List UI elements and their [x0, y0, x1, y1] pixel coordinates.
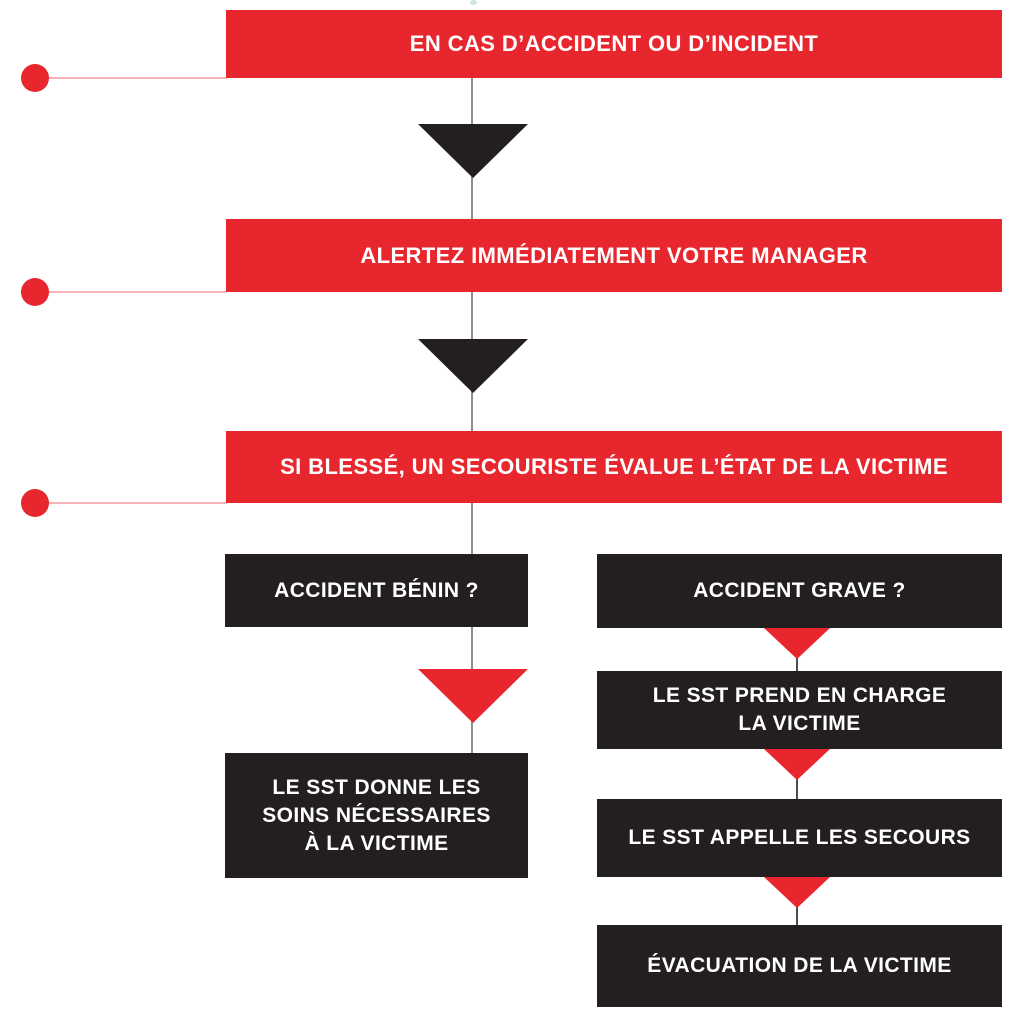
main-vertical-connector	[471, 78, 473, 753]
arrow-down-icon-black-2	[418, 339, 528, 393]
bullet-connector-line-1	[49, 77, 227, 79]
node-evacuation-victime-label: ÉVACUATION DE LA VICTIME	[647, 954, 952, 977]
banner-step-3-label: SI BLESSÉ, UN SECOURISTE ÉVALUE L’ÉTAT D…	[280, 454, 948, 479]
arrow-down-icon-black-1	[418, 124, 528, 178]
node-sst-appelle-secours: LE SST APPELLE LES SECOURS	[597, 799, 1002, 877]
bullet-connector-line-3	[49, 502, 227, 504]
banner-step-2-label: ALERTEZ IMMÉDIATEMENT VOTRE MANAGER	[360, 242, 868, 268]
node-accident-benin: ACCIDENT BÉNIN ?	[225, 554, 528, 627]
node-sst-prend-en-charge-line-1: LE SST PREND EN CHARGE	[652, 684, 947, 707]
arrow-down-icon-red-left	[418, 669, 528, 723]
node-sst-donne-soins-line-1: LE SST DONNE LES	[272, 775, 481, 799]
bullet-dot-icon-1	[21, 64, 49, 92]
banner-step-1-label: EN CAS D’ACCIDENT OU D’INCIDENT	[409, 31, 819, 56]
arrow-down-icon-red-right-1	[764, 628, 830, 659]
top-artifact-dot	[470, 0, 477, 5]
banner-step-1: EN CAS D’ACCIDENT OU D’INCIDENT	[226, 10, 1002, 78]
node-evacuation-victime: ÉVACUATION DE LA VICTIME	[597, 925, 1002, 1007]
banner-step-3: SI BLESSÉ, UN SECOURISTE ÉVALUE L’ÉTAT D…	[226, 431, 1002, 503]
node-accident-benin-label: ACCIDENT BÉNIN ?	[274, 578, 479, 602]
bullet-dot-icon-2	[21, 278, 49, 306]
node-accident-grave: ACCIDENT GRAVE ?	[597, 554, 1002, 628]
bullet-connector-line-2	[49, 291, 227, 293]
arrow-down-icon-red-right-3	[764, 877, 830, 908]
node-accident-grave-label: ACCIDENT GRAVE ?	[693, 579, 906, 602]
node-sst-prend-en-charge: LE SST PREND EN CHARGE LA VICTIME	[597, 671, 1002, 749]
node-sst-prend-en-charge-line-2: LA VICTIME	[738, 712, 861, 735]
node-sst-donne-soins: LE SST DONNE LES SOINS NÉCESSAIRES À LA …	[225, 753, 528, 878]
banner-step-2: ALERTEZ IMMÉDIATEMENT VOTRE MANAGER	[226, 219, 1002, 292]
node-sst-appelle-secours-label: LE SST APPELLE LES SECOURS	[628, 826, 971, 849]
node-sst-donne-soins-line-3: À LA VICTIME	[304, 831, 449, 855]
node-sst-donne-soins-line-2: SOINS NÉCESSAIRES	[262, 803, 491, 827]
bullet-dot-icon-3	[21, 489, 49, 517]
arrow-down-icon-red-right-2	[764, 749, 830, 780]
